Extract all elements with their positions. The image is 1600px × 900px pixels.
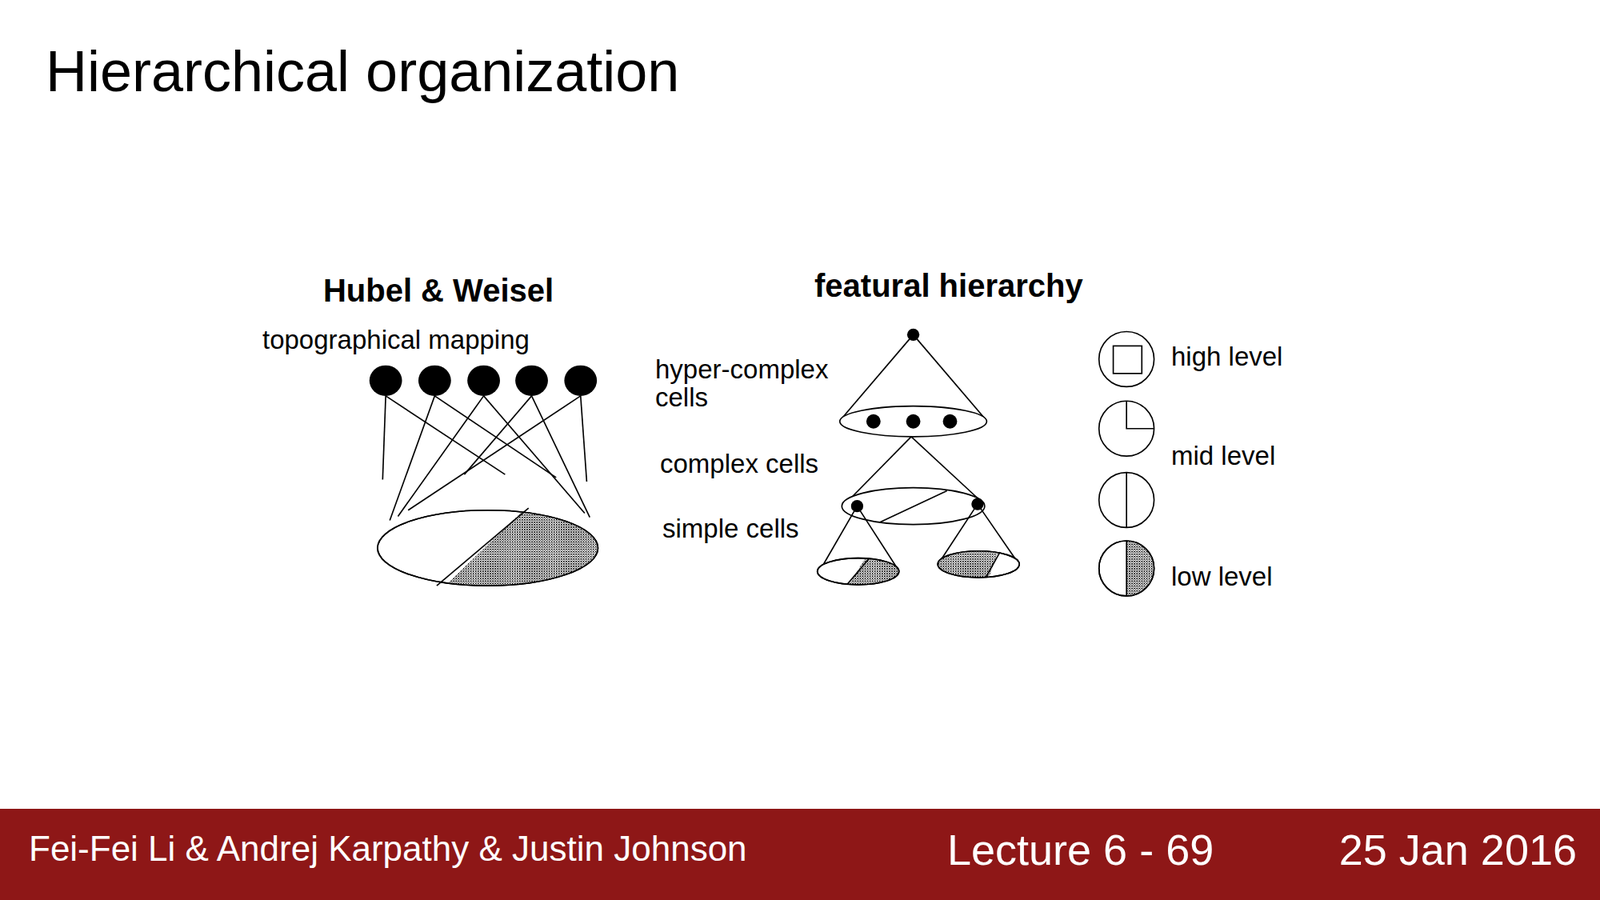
level-label: complex cells — [660, 448, 819, 480]
level-label: hyper-complex cells — [655, 356, 848, 412]
neuron-dots — [369, 365, 597, 396]
footer-date: 25 Jan 2016 — [1339, 824, 1577, 875]
panel-subheading: topographical mapping — [262, 324, 530, 356]
receptive-field — [377, 504, 612, 597]
slide-title: Hierarchical organization — [45, 38, 680, 105]
cell-dots — [851, 328, 984, 513]
feature-label: low level — [1171, 561, 1273, 592]
footer-authors: Fei-Fei Li & Andrej Karpathy & Justin Jo… — [28, 828, 748, 870]
level-label: simple cells — [662, 513, 800, 544]
feature-icons — [1099, 332, 1158, 600]
footer-lecture: Lecture 6 - 69 — [947, 824, 1214, 875]
feature-label: high level — [1171, 341, 1283, 372]
panel-heading: Hubel & Weisel — [323, 272, 554, 309]
panel-heading: featural hierarchy — [814, 267, 1084, 304]
hierarchy-tree — [817, 334, 1020, 592]
feature-label: mid level — [1171, 440, 1276, 472]
mapping-lines — [382, 396, 590, 521]
